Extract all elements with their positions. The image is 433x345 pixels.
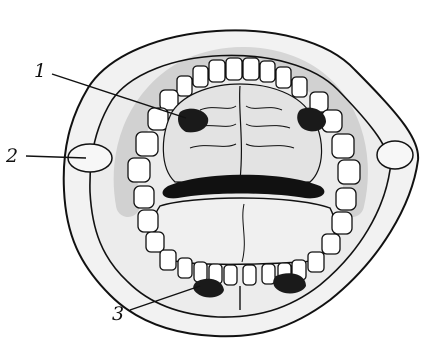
callout-3-label: 3 <box>112 303 124 325</box>
right-cheek-pad <box>377 141 413 169</box>
callout-1-label: 1 <box>34 60 46 82</box>
callout-2-label: 2 <box>5 145 18 167</box>
